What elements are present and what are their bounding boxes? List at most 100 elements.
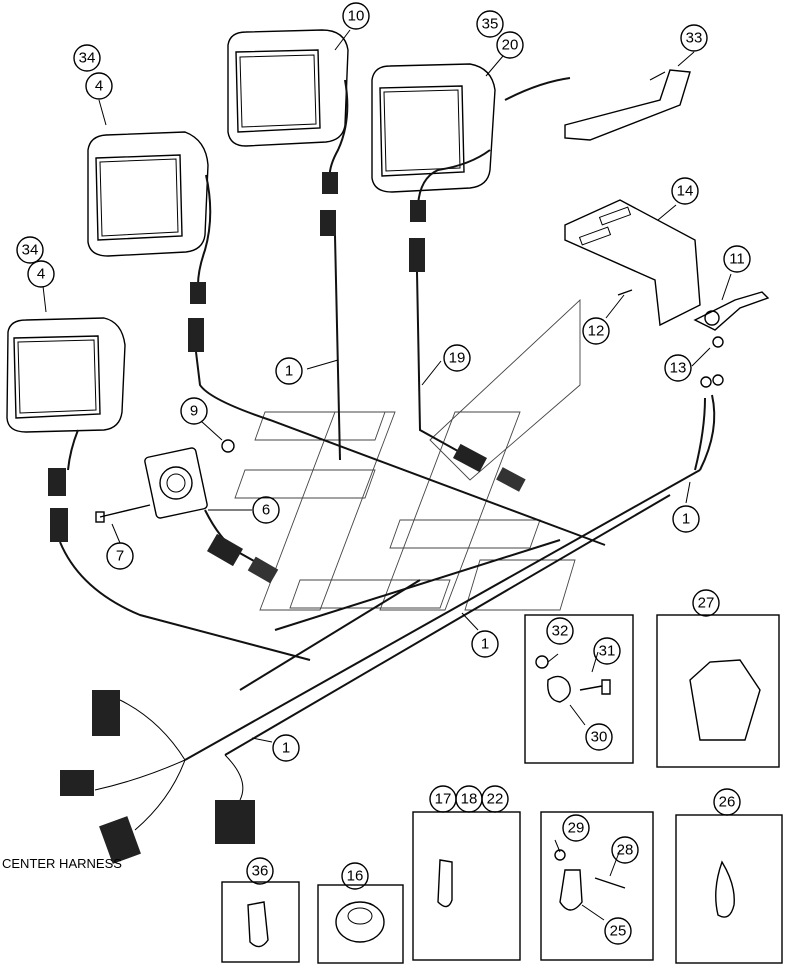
callout-34-lower: 34 bbox=[16, 236, 44, 264]
svg-text:25: 25 bbox=[610, 923, 627, 940]
callout-12: 12 bbox=[582, 317, 610, 345]
svg-text:19: 19 bbox=[449, 350, 466, 367]
clip-27 bbox=[689, 659, 761, 741]
callout-7: 7 bbox=[106, 542, 134, 570]
callout-9: 9 bbox=[180, 397, 208, 425]
callout-1-c: 1 bbox=[471, 630, 499, 658]
nut-13 bbox=[712, 336, 724, 348]
switch-11 bbox=[693, 291, 770, 331]
inset-box-36 bbox=[221, 881, 300, 963]
svg-text:13: 13 bbox=[670, 360, 687, 377]
svg-text:11: 11 bbox=[729, 251, 745, 268]
svg-text:18: 18 bbox=[461, 791, 478, 808]
svg-text:34: 34 bbox=[79, 50, 96, 67]
svg-text:28: 28 bbox=[617, 842, 634, 859]
pigtail-connectors bbox=[48, 172, 426, 542]
svg-text:1: 1 bbox=[285, 363, 293, 380]
callout-25: 25 bbox=[604, 917, 632, 945]
work-lamp-top-center bbox=[227, 29, 349, 147]
svg-text:27: 27 bbox=[698, 595, 715, 612]
svg-text:7: 7 bbox=[116, 548, 124, 565]
callout-22: 22 bbox=[481, 785, 509, 813]
svg-text:36: 36 bbox=[252, 863, 269, 880]
center-harness-label: CENTER HARNESS bbox=[2, 856, 122, 871]
work-lamp-upper-left bbox=[87, 131, 209, 257]
watermark-logo bbox=[234, 298, 581, 611]
flasher-unit bbox=[144, 447, 208, 519]
callout-33: 33 bbox=[680, 24, 708, 52]
inset-box-25 bbox=[540, 811, 654, 961]
svg-text:26: 26 bbox=[719, 794, 736, 811]
inset-box-30 bbox=[524, 614, 634, 764]
inset-box-16 bbox=[317, 884, 404, 964]
svg-text:32: 32 bbox=[552, 623, 569, 640]
svg-text:1: 1 bbox=[481, 636, 489, 653]
harness-connectors bbox=[207, 443, 526, 584]
callout-35: 35 bbox=[476, 10, 504, 38]
callout-32: 32 bbox=[546, 617, 574, 645]
inset-box-27 bbox=[656, 614, 780, 768]
callout-1-a: 1 bbox=[275, 357, 303, 385]
svg-text:9: 9 bbox=[190, 403, 198, 420]
clamp-36 bbox=[247, 901, 269, 948]
callout-17: 17 bbox=[429, 785, 457, 813]
svg-text:12: 12 bbox=[588, 323, 605, 340]
svg-text:17: 17 bbox=[435, 791, 452, 808]
callout-10: 10 bbox=[342, 2, 370, 30]
center-harness-connectors bbox=[60, 690, 255, 864]
callout-4-upper: 4 bbox=[85, 72, 113, 100]
bracket-33 bbox=[564, 69, 691, 141]
svg-text:34: 34 bbox=[22, 242, 39, 259]
svg-text:30: 30 bbox=[591, 729, 608, 746]
svg-text:1: 1 bbox=[282, 740, 290, 757]
callout-6: 6 bbox=[252, 496, 280, 524]
callout-1-d: 1 bbox=[272, 734, 300, 762]
clamp-17 bbox=[437, 859, 453, 908]
svg-text:16: 16 bbox=[347, 868, 364, 885]
svg-text:10: 10 bbox=[348, 8, 365, 25]
callout-4-lower: 4 bbox=[27, 260, 55, 288]
leader-lines bbox=[42, 29, 732, 921]
svg-text:29: 29 bbox=[568, 820, 585, 837]
svg-text:1: 1 bbox=[682, 511, 690, 528]
callout-26: 26 bbox=[713, 788, 741, 816]
callout-18: 18 bbox=[455, 785, 483, 813]
callout-34-upper: 34 bbox=[73, 44, 101, 72]
svg-text:4: 4 bbox=[37, 266, 45, 283]
grommet-16 bbox=[335, 901, 385, 943]
callout-20: 20 bbox=[496, 31, 524, 59]
callout-16: 16 bbox=[341, 862, 369, 890]
callout-36: 36 bbox=[246, 857, 274, 885]
callout-14: 14 bbox=[671, 177, 699, 205]
lamp-pigtails bbox=[67, 79, 491, 471]
work-lamp-lower-left bbox=[6, 317, 126, 433]
inset-box-17 bbox=[412, 811, 521, 961]
callout-19: 19 bbox=[443, 344, 471, 372]
clamp-25 bbox=[554, 849, 626, 911]
screw-12 bbox=[617, 289, 633, 296]
work-lamp-top-right bbox=[371, 63, 496, 193]
curve-line bbox=[504, 77, 571, 101]
callout-31: 31 bbox=[593, 637, 621, 665]
inset-box-26 bbox=[675, 814, 783, 964]
callout-29: 29 bbox=[562, 814, 590, 842]
callout-30: 30 bbox=[585, 723, 613, 751]
callouts: 10 35 20 33 34 4 34 4 14 11 12 13 19 1 9… bbox=[16, 2, 751, 945]
svg-text:6: 6 bbox=[262, 502, 270, 519]
callout-1-b: 1 bbox=[672, 505, 700, 533]
ring-terminals bbox=[700, 374, 724, 388]
svg-text:31: 31 bbox=[599, 643, 616, 660]
bracket-14 bbox=[564, 199, 701, 327]
callout-28: 28 bbox=[611, 836, 639, 864]
callout-13: 13 bbox=[664, 354, 692, 382]
callout-11: 11 bbox=[723, 245, 751, 273]
svg-text:33: 33 bbox=[686, 30, 703, 47]
callout-27: 27 bbox=[692, 589, 720, 617]
svg-text:4: 4 bbox=[95, 78, 103, 95]
clamp-30 bbox=[535, 655, 611, 703]
svg-text:22: 22 bbox=[487, 791, 504, 808]
bolt-7 bbox=[95, 504, 151, 523]
svg-text:20: 20 bbox=[502, 37, 519, 54]
strap-26 bbox=[715, 860, 735, 918]
